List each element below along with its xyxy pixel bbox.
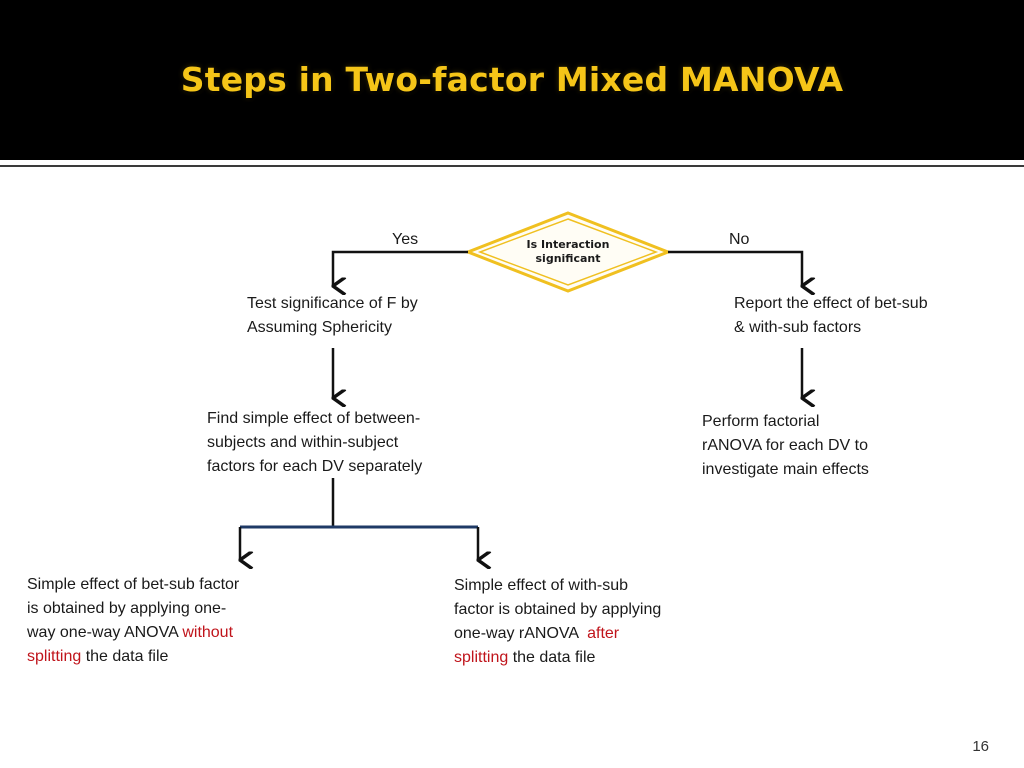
bet-sub-line-2: is obtained by applying one-	[27, 600, 227, 617]
with-sub-line-3: one-way rANOVA after	[454, 622, 661, 646]
yes-label: Yes	[392, 231, 419, 248]
simple-effect-line-3: factors for each DV separately	[207, 458, 423, 475]
header-divider	[0, 165, 1024, 167]
simple-effect-line-1: Find simple effect of between-	[207, 410, 421, 427]
yes-connector	[333, 250, 468, 286]
page-number: 16	[972, 738, 989, 755]
splitting-emphasis-right: splitting	[454, 649, 509, 666]
no-connector	[668, 250, 802, 286]
decision-line-2: significant	[535, 252, 601, 265]
decision-line-1: Is Interaction	[526, 238, 610, 251]
with-sub-line-3-text: one-way rANOVA	[454, 625, 588, 642]
decision-diamond	[463, 211, 673, 293]
decision-label: Is Interaction significant	[508, 238, 628, 266]
slide-title: Steps in Two-factor Mixed MANOVA	[180, 60, 844, 99]
report-effect-line-2: & with-sub factors	[734, 319, 862, 336]
factorial-ranova-line-3: investigate main effects	[702, 461, 869, 478]
factorial-ranova-line-1: Perform factorial	[702, 413, 820, 430]
simple-effect-line-2: subjects and within-subject	[207, 434, 399, 451]
with-sub-line-1: Simple effect of with-sub	[454, 577, 629, 594]
factorial-ranova-line-2: rANOVA for each DV to	[702, 437, 868, 454]
without-emphasis: without	[182, 624, 234, 641]
after-emphasis: after	[587, 625, 620, 642]
report-effect-line-1: Report the effect of bet-sub	[734, 295, 928, 312]
with-sub-line-2: factor is obtained by applying	[454, 601, 662, 618]
bet-sub-line-3-text: way one-way ANOVA	[27, 624, 183, 641]
test-significance-line-1: Test significance of F by	[247, 295, 418, 312]
splitting-emphasis-left: splitting	[27, 648, 82, 665]
bet-sub-line-3: way one-way ANOVA without	[27, 621, 239, 645]
with-sub-leaf: Simple effect of with-sub factor is obta…	[454, 574, 661, 670]
bet-sub-line-1: Simple effect of bet-sub factor	[27, 576, 240, 593]
simple-effect-step: Find simple effect of between- subjects …	[207, 407, 422, 479]
bet-sub-leaf: Simple effect of bet-sub factor is obtai…	[27, 573, 239, 669]
test-significance-line-2: Assuming Sphericity	[247, 319, 392, 336]
no-label: No	[729, 231, 750, 248]
with-sub-line-4: splitting the data file	[454, 646, 661, 670]
title-bar	[0, 0, 1024, 160]
report-effect-step: Report the effect of bet-sub & with-sub …	[734, 292, 928, 340]
bet-sub-line-4-text: the data file	[81, 648, 169, 665]
factorial-ranova-step: Perform factorial rANOVA for each DV to …	[702, 410, 869, 482]
test-significance-step: Test significance of F by Assuming Spher…	[247, 292, 418, 340]
with-sub-line-4-text: the data file	[508, 649, 596, 666]
bet-sub-line-4: splitting the data file	[27, 645, 239, 669]
